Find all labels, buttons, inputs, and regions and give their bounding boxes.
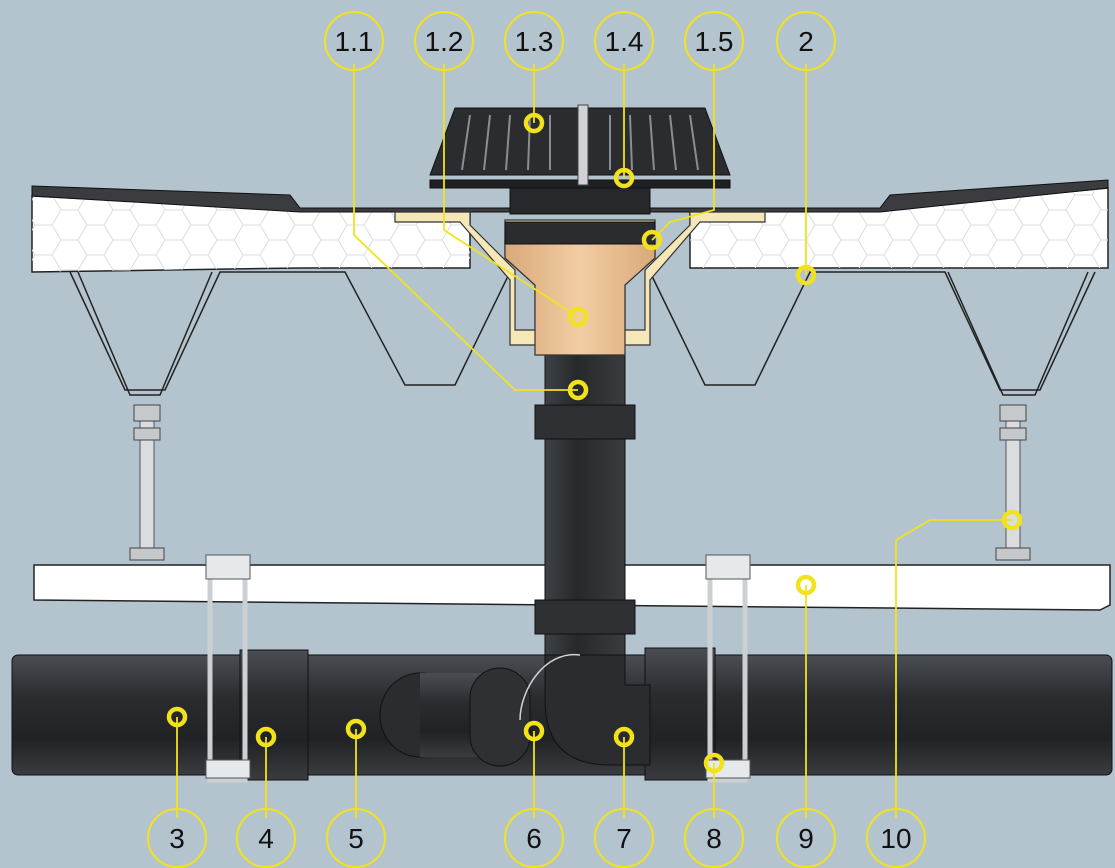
marker-2	[795, 264, 817, 286]
callout-1-4-label: 1.4	[605, 26, 644, 57]
callout-2-label: 2	[798, 26, 814, 57]
marker-10	[1001, 509, 1023, 531]
marker-1-1	[567, 379, 589, 401]
marker-1-3	[523, 112, 545, 134]
roof-membrane	[31, 179, 1109, 213]
insulation-layer	[31, 187, 1109, 273]
attachment-ring	[509, 187, 651, 215]
callout-1-3-label: 1.3	[515, 26, 554, 57]
callout-10: 10	[866, 808, 926, 868]
callout-6: 6	[504, 808, 564, 868]
marker-1-5	[641, 229, 663, 251]
marker-1-4	[613, 167, 635, 189]
callout-7: 7	[594, 808, 654, 868]
callout-6-label: 6	[526, 823, 542, 854]
markers	[166, 112, 1023, 774]
marker-9	[795, 574, 817, 596]
downpipe-with-bend	[519, 354, 651, 766]
callout-7-label: 7	[616, 823, 632, 854]
marker-5	[345, 718, 367, 740]
trapezoidal-deck	[69, 271, 1096, 396]
callout-2: 2	[776, 11, 836, 71]
callout-1-2-label: 1.2	[425, 26, 464, 57]
callout-3-label: 3	[169, 823, 185, 854]
pipe-clamp-left	[205, 554, 251, 783]
clamping-ring	[504, 221, 656, 245]
threaded-rod-right	[995, 404, 1031, 561]
callout-4: 4	[236, 808, 296, 868]
threaded-rod-left	[129, 404, 165, 561]
callout-3: 3	[147, 808, 207, 868]
callout-9: 9	[776, 808, 836, 868]
gravel-guard	[429, 104, 731, 189]
marker-6	[523, 720, 545, 742]
pipe-clamp-right	[705, 554, 751, 783]
callout-1-3: 1.3	[504, 11, 564, 71]
callout-4-label: 4	[258, 823, 274, 854]
callout-1-1: 1.1	[324, 11, 384, 71]
marker-4	[255, 726, 277, 748]
callout-1-2: 1.2	[414, 11, 474, 71]
marker-1-2	[567, 306, 589, 328]
callout-9-label: 9	[798, 823, 814, 854]
callout-5: 5	[326, 808, 386, 868]
callout-8-label: 8	[706, 823, 722, 854]
callout-1-4: 1.4	[594, 11, 654, 71]
collector-pipe	[11, 647, 1113, 781]
callout-8: 8	[684, 808, 744, 868]
callout-1-1-label: 1.1	[335, 26, 374, 57]
marker-3	[166, 706, 188, 728]
callout-10-label: 10	[880, 823, 911, 854]
marker-8	[703, 752, 725, 774]
callout-1-5-label: 1.5	[695, 26, 734, 57]
marker-7	[613, 726, 635, 748]
callout-1-5: 1.5	[684, 11, 744, 71]
callout-5-label: 5	[348, 823, 364, 854]
